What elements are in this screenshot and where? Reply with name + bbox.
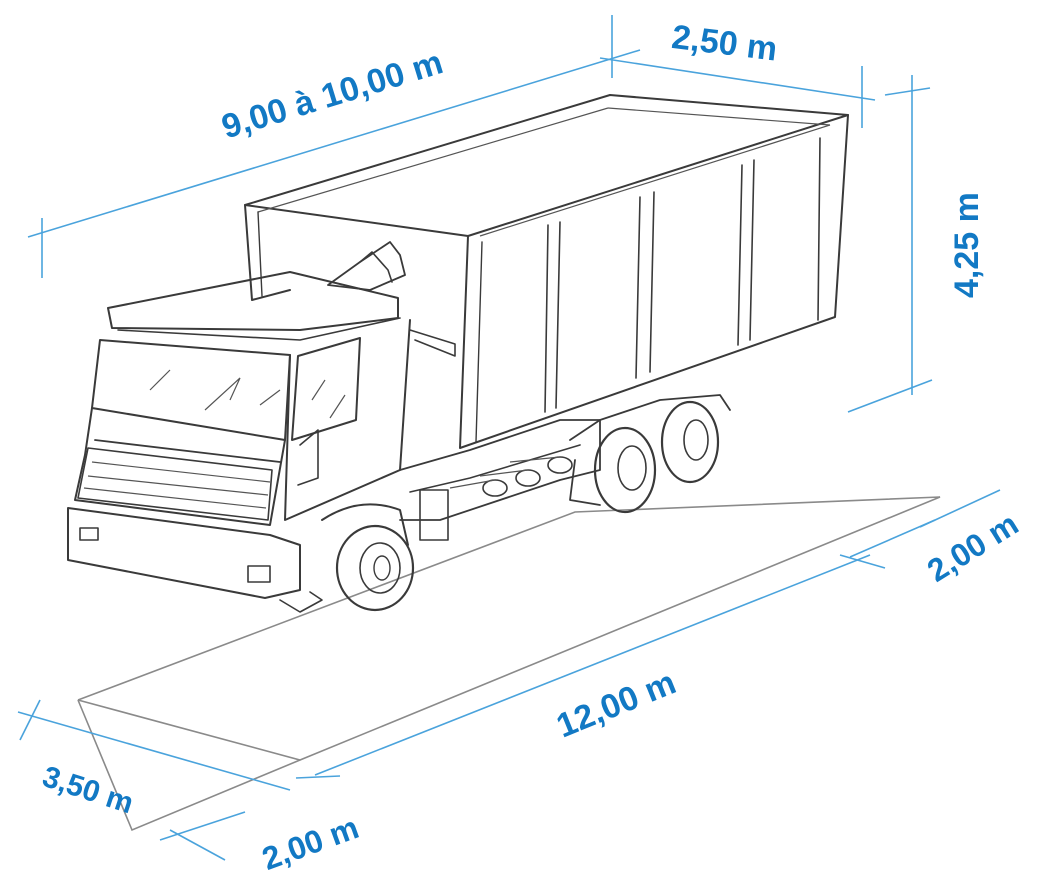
truck-width-dimline [599, 57, 876, 101]
truck-cab [67, 271, 411, 613]
zone-length-dimline [314, 554, 871, 776]
container-body [244, 94, 849, 449]
ground-zone [77, 496, 941, 832]
truck-icon [67, 94, 849, 613]
zone-width-dimline [17, 711, 291, 791]
dimension-lines [17, 15, 1001, 861]
truck-length-dimline [27, 49, 641, 238]
rear-wheels [569, 394, 731, 514]
front-wheel [321, 503, 415, 612]
hook-arm [327, 241, 406, 291]
chassis [399, 419, 601, 541]
truck-height-label: 4,25 m [948, 192, 986, 298]
front-clearance-dimline [159, 811, 246, 841]
